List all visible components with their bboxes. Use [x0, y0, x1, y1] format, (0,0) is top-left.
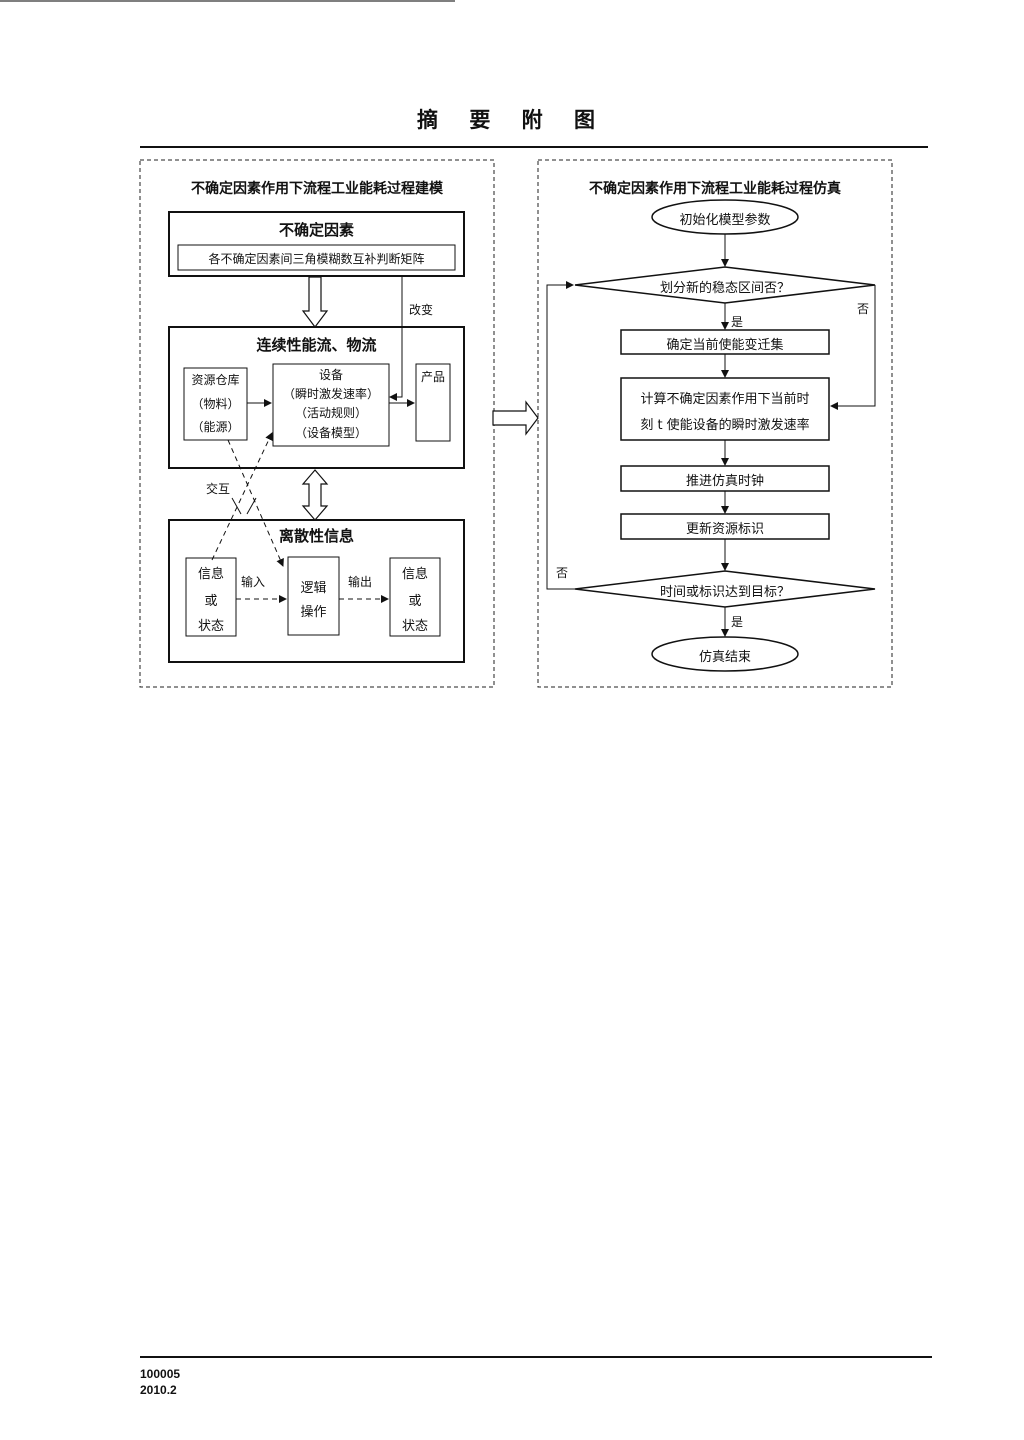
info-out-line3: 状态: [401, 619, 428, 634]
decision1-no-label: 否: [857, 302, 870, 316]
continuous-flow-title: 连续性能流、物流: [256, 336, 377, 354]
decision1-label: 划分新的稳态区间否？: [659, 281, 790, 296]
product-box: [415, 363, 451, 442]
info-out-line1: 信息: [401, 567, 428, 582]
interaction-tick-1: [231, 497, 242, 515]
step3-label: 推进仿真时钟: [685, 474, 764, 489]
resource-line1: 资源仓库: [191, 373, 240, 387]
hollow-double-arrow: [301, 469, 329, 521]
discrete-info-title: 离散性信息: [278, 527, 354, 545]
step2-line2: 刻 t 使能设备的瞬时激发速率: [640, 418, 810, 433]
interaction-arrow-down: [227, 439, 284, 567]
device-line4: （设备模型）: [294, 426, 367, 440]
discrete-info-box: [168, 519, 465, 663]
decision1-yes-label: 是: [731, 315, 744, 329]
continuous-flow-box: [168, 326, 465, 469]
logic-line2: 操作: [300, 605, 327, 620]
hollow-down-arrow: [301, 276, 329, 328]
step2-line1: 计算不确定因素作用下当前时: [640, 392, 810, 407]
product-label: 产品: [420, 370, 445, 384]
step4-label: 更新资源标识: [685, 522, 764, 537]
input-label: 输入: [241, 575, 266, 589]
info-in-line2: 或: [204, 594, 218, 609]
interact-label: 交互: [206, 482, 231, 496]
decision2-no-loop-arrow: [546, 281, 575, 590]
change-label: 改变: [409, 303, 434, 317]
output-label: 输出: [348, 575, 373, 589]
device-line2: （瞬时激发速率）: [282, 387, 379, 401]
info-in-line1: 信息: [197, 567, 224, 582]
resource-warehouse-box: [183, 367, 248, 441]
decision2-label: 时间或标识达到目标？: [659, 585, 790, 600]
page-title: 摘 要 附 图: [417, 108, 607, 132]
logic-line1: 逻辑: [300, 581, 327, 596]
device-box: [272, 363, 390, 447]
decision2-diamond: [574, 570, 876, 608]
left-panel-title: 不确定因素作用下流程工业能耗过程建模: [191, 181, 443, 197]
info-state-in-box: [185, 557, 237, 637]
change-arrow: [389, 277, 403, 401]
end-terminal: [651, 636, 799, 672]
step1-label: 确定当前使能变迁集: [666, 338, 784, 353]
decision2-no-label: 否: [556, 566, 569, 580]
interaction-arrow-up: [211, 432, 273, 561]
resource-line2: （物料）: [191, 397, 240, 411]
decision2-yes-label: 是: [731, 615, 744, 629]
device-line1: 设备: [318, 368, 343, 382]
uncertainty-matrix-label: 各不确定因素间三角模糊数互补判断矩阵: [208, 252, 425, 266]
right-panel-title: 不确定因素作用下流程工业能耗过程仿真: [589, 181, 841, 197]
footer-date: 2010.2: [140, 1383, 177, 1397]
info-out-line2: 或: [408, 594, 422, 609]
end-label: 仿真结束: [698, 650, 751, 665]
right-panel-frame: [537, 159, 893, 688]
footer-code: 100005: [140, 1367, 181, 1381]
uncertainty-title: 不确定因素: [278, 221, 354, 239]
interaction-tick-2: [246, 497, 257, 515]
decision1-no-arrow: [830, 285, 876, 410]
resource-line3: （能源）: [191, 420, 240, 434]
device-line3: （活动规则）: [294, 406, 367, 420]
info-state-out-box: [389, 557, 441, 637]
uncertainty-matrix-box: [177, 244, 456, 271]
logic-operation-box: [287, 556, 340, 636]
info-in-line3: 状态: [197, 619, 224, 634]
start-label: 初始化模型参数: [679, 213, 771, 228]
uncertainty-box: [168, 211, 465, 277]
panel-connector-arrow: [492, 400, 539, 436]
